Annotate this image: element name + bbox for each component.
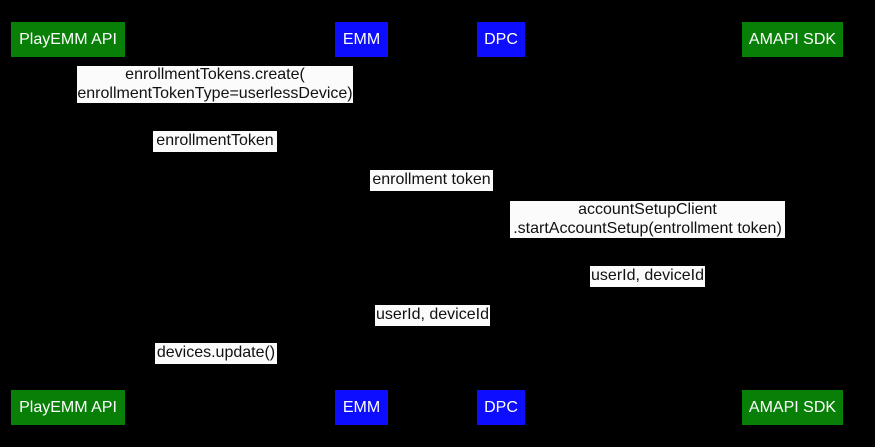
participant-playemm-api-bottom: PlayEMM API [11, 390, 125, 425]
message-userid-deviceid-return: userId, deviceId [590, 266, 705, 287]
participant-amapi-sdk-top: AMAPI SDK [742, 22, 843, 57]
participant-amapi-sdk-bottom: AMAPI SDK [742, 390, 843, 425]
message-enrollment-token-forward: enrollment token [370, 170, 493, 191]
participant-emm-top: EMM [335, 22, 388, 57]
message-userid-deviceid-forward: userId, deviceId [375, 305, 490, 326]
participant-dpc-top: DPC [477, 22, 525, 57]
message-enrollment-token-return: enrollmentToken [153, 131, 277, 152]
message-devices-update: devices.update() [155, 343, 277, 364]
message-enrollment-tokens-create: enrollmentTokens.create( enrollmentToken… [77, 66, 353, 103]
participant-playemm-api-top: PlayEMM API [11, 22, 125, 57]
participant-dpc-bottom: DPC [477, 390, 525, 425]
message-start-account-setup: accountSetupClient .startAccountSetup(en… [510, 201, 785, 238]
participant-emm-bottom: EMM [335, 390, 388, 425]
